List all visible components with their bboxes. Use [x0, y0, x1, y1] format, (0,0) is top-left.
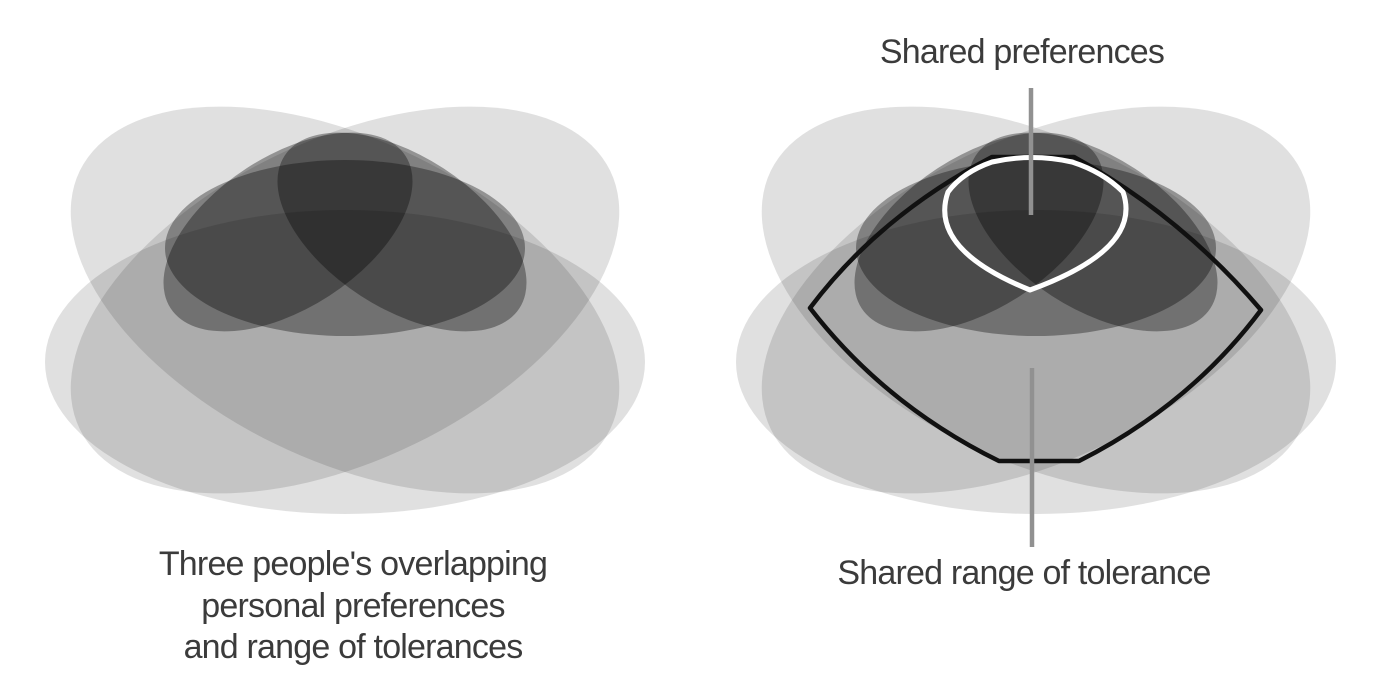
shared-preferences-outline — [942, 155, 1129, 293]
shared-preferences-label: Shared preferences — [880, 33, 1164, 71]
left-caption-line-2: personal preferences — [201, 587, 504, 625]
leader-line-group — [1028, 88, 1035, 547]
label-group: Shared preferences Shared range of toler… — [159, 33, 1212, 666]
left-caption-line-1: Three people's overlapping — [159, 545, 547, 583]
shared-tolerance-outline — [807, 154, 1264, 464]
left-cluster — [9, 26, 681, 574]
shared-tolerance-label: Shared range of tolerance — [837, 554, 1210, 592]
left-caption-line-3: and range of tolerances — [184, 628, 523, 666]
right-cluster — [700, 26, 1372, 574]
